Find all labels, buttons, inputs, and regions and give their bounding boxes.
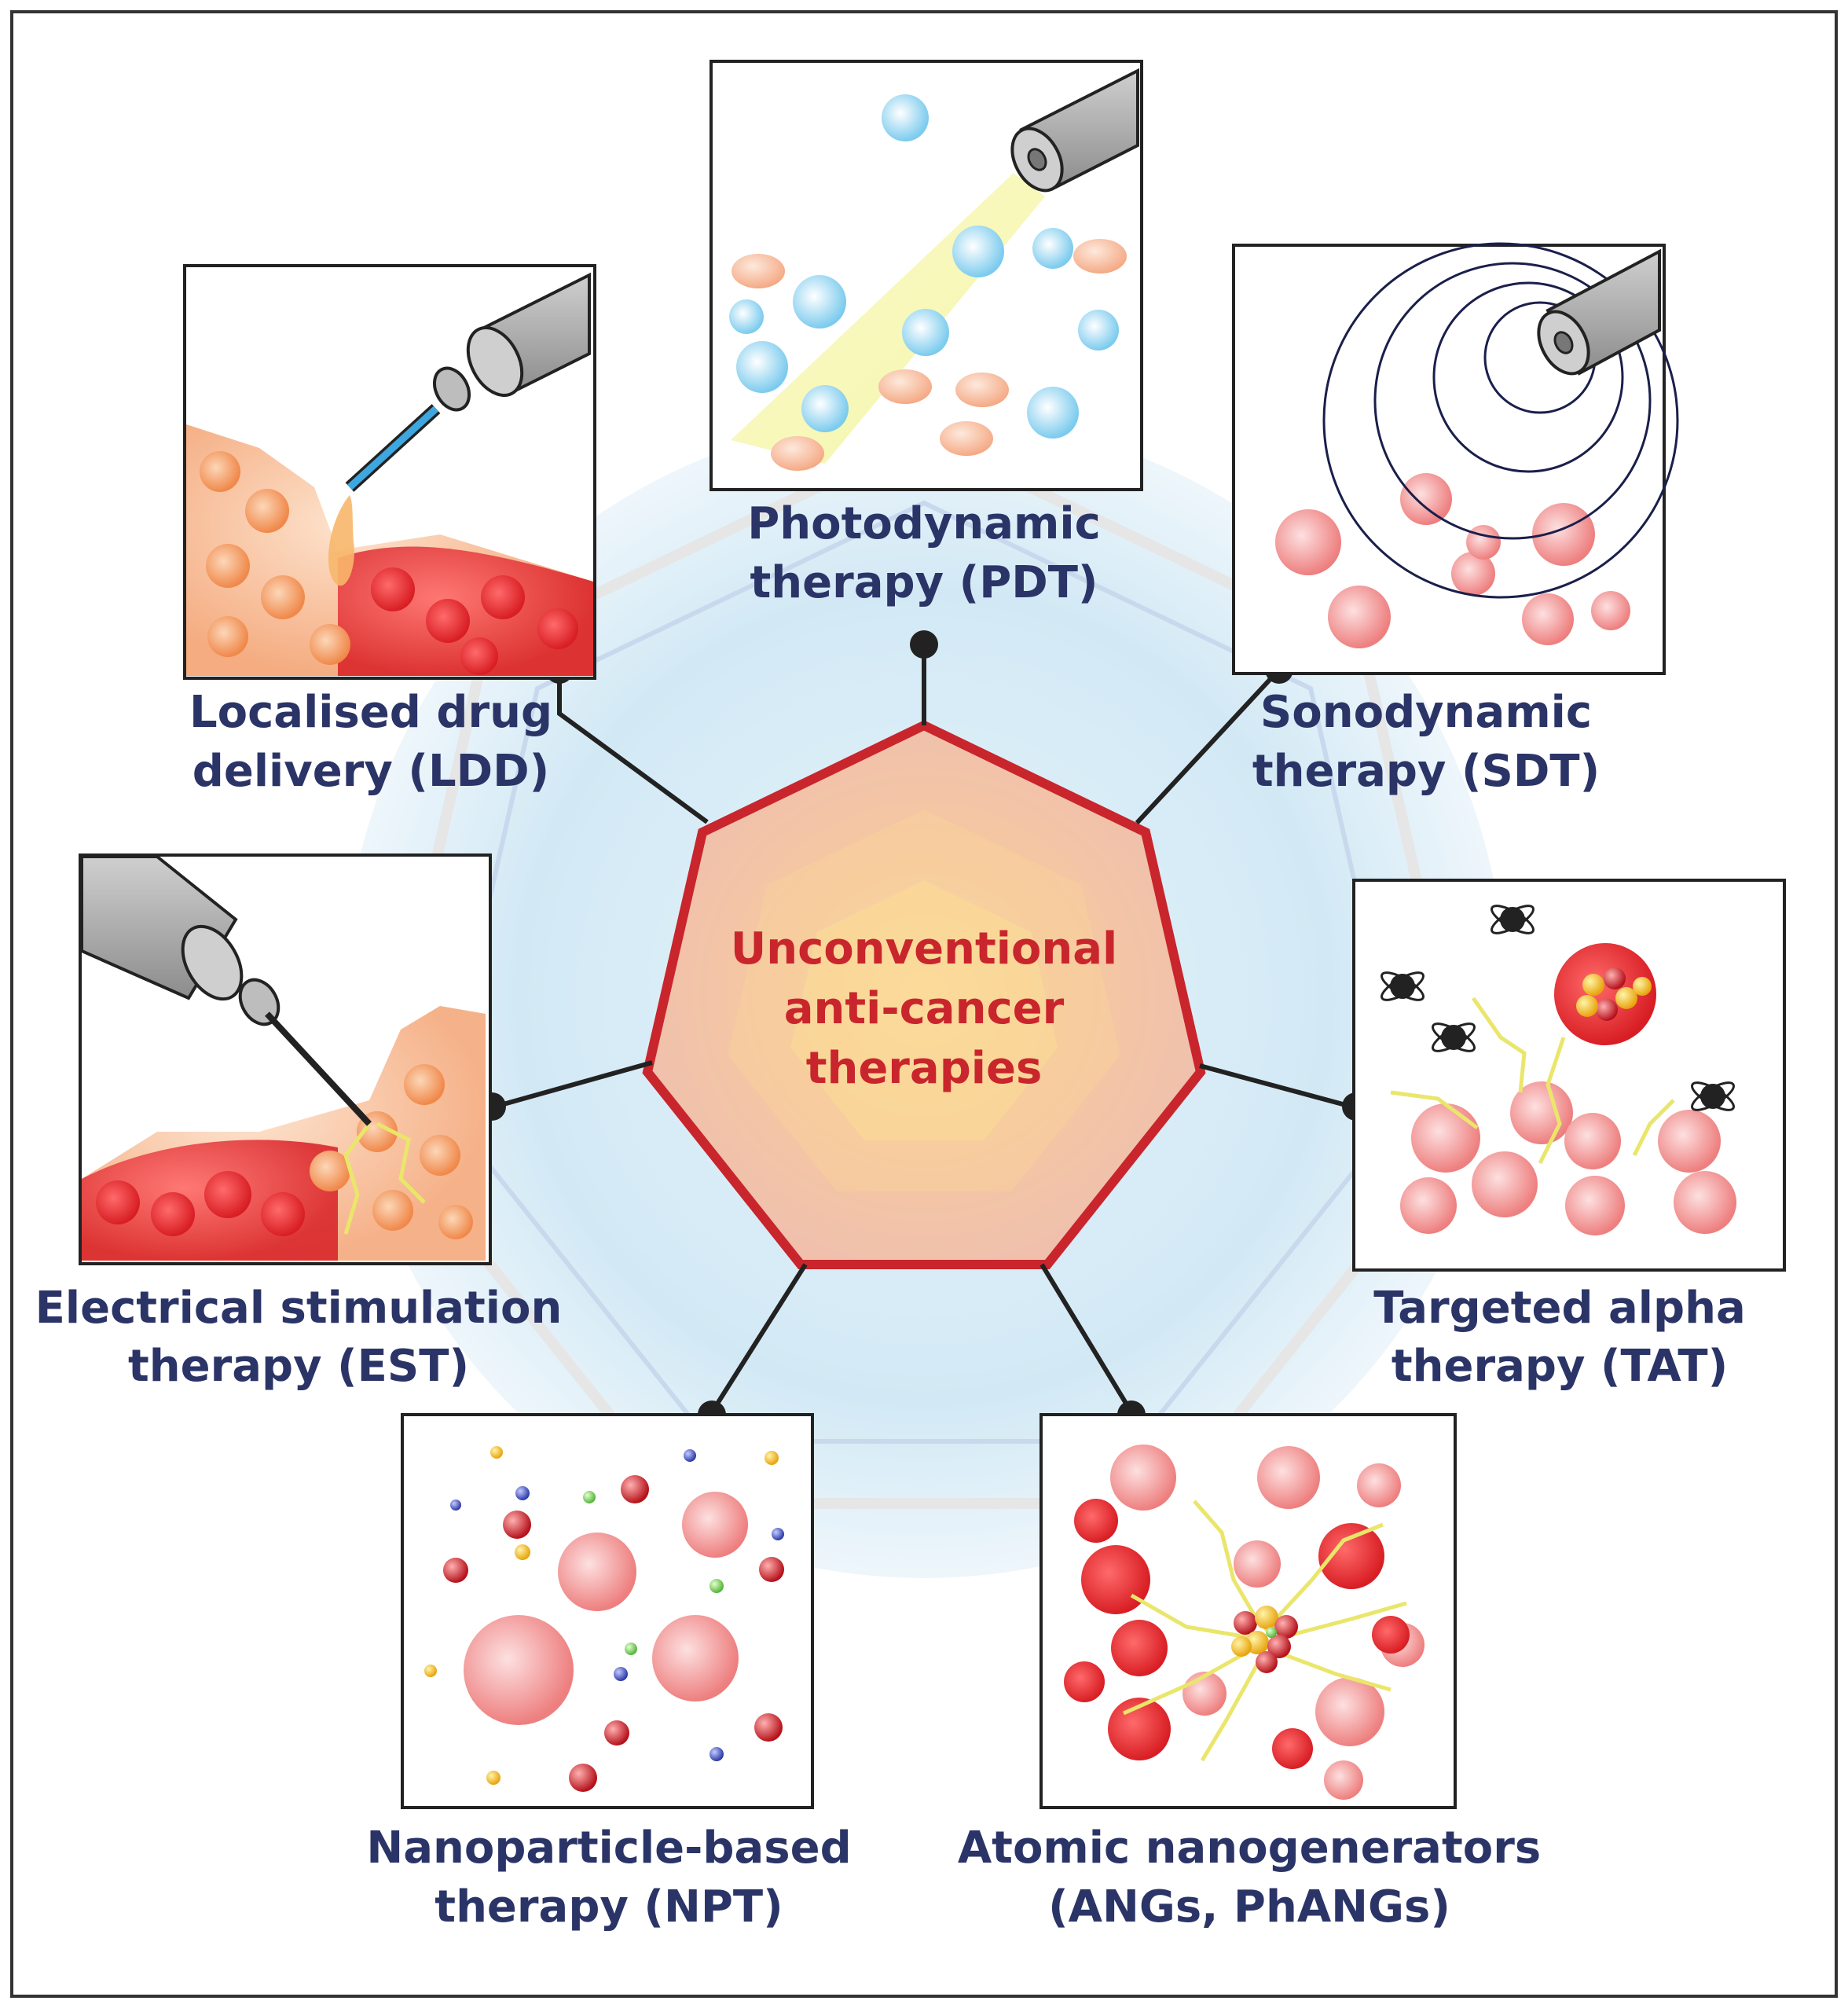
label-sdt-line2: therapy (SDT)	[1252, 746, 1600, 797]
tat-atoms	[1380, 905, 1735, 1111]
npt-cells	[464, 1492, 748, 1725]
center-label-line1: Unconventional	[731, 923, 1118, 975]
ang-nanoparticle	[1231, 1606, 1298, 1673]
label-tat-line1: Targeted alpha	[1373, 1283, 1746, 1334]
drug-delivery-probe-ldd	[345, 272, 591, 492]
outer-heptagon-ring	[370, 430, 1478, 1509]
inner-heptagon-ring	[439, 500, 1409, 1444]
label-pdt-line2: therapy (PDT)	[750, 557, 1098, 608]
ang-red-cells	[1064, 1499, 1410, 1769]
center-label-line3: therapies	[806, 1043, 1043, 1094]
label-npt-line2: therapy (NPT)	[434, 1881, 783, 1933]
pdt-pills	[732, 239, 1127, 471]
panel-ldd	[183, 264, 596, 680]
center-label-line2: anti-cancer	[784, 983, 1065, 1034]
connectors	[494, 648, 1352, 1414]
tat-nanoparticle	[1576, 967, 1652, 1021]
est-cells	[96, 1064, 473, 1239]
ultrasound-probe-sdt	[1537, 248, 1661, 376]
label-ang-line2: (ANGs, PhANGs)	[1048, 1881, 1450, 1933]
label-pdt-line1: Photodynamic	[747, 498, 1101, 549]
label-npt-line1: Nanoparticle-based	[366, 1823, 851, 1874]
panel-est	[79, 853, 492, 1265]
center-heptagon-inner-2	[790, 880, 1058, 1140]
npt-particles	[424, 1446, 784, 1792]
connector-ldd	[557, 670, 709, 824]
connector-est	[494, 1060, 653, 1109]
electrode-probe-est	[80, 855, 372, 1126]
label-ang-line1: Atomic nanogenerators	[958, 1823, 1541, 1874]
label-ldd-line2: delivery (LDD)	[192, 746, 549, 797]
panel-ang	[1040, 1413, 1457, 1809]
tat-target-cell	[1554, 943, 1656, 1045]
tat-alpha-tracks	[1390, 997, 1675, 1165]
panel-pdt	[710, 60, 1143, 491]
drug-droplet	[328, 495, 354, 586]
ang-energy-tracks	[1122, 1500, 1407, 1762]
ang-pink-cells	[1110, 1445, 1424, 1800]
label-sdt-line1: Sonodynamic	[1260, 687, 1592, 738]
label-tat-line2: therapy (TAT)	[1392, 1341, 1728, 1392]
connector-sdt	[1135, 667, 1282, 825]
label-est-line1: Electrical stimulation	[35, 1283, 563, 1334]
ldd-cells	[200, 451, 578, 675]
panel-sdt	[1232, 242, 1679, 675]
connector-tat	[1199, 1063, 1352, 1109]
est-current-lines	[343, 1121, 426, 1235]
connector-ang	[1040, 1263, 1134, 1414]
panel-npt-frame	[401, 1413, 814, 1809]
laser-probe-pdt	[1010, 68, 1139, 193]
label-ldd-line1: Localised drug	[189, 687, 552, 738]
panel-npt	[401, 1413, 814, 1809]
connector-npt	[710, 1263, 808, 1414]
ultrasound-waves	[1322, 242, 1679, 599]
sdt-cells	[1275, 473, 1630, 648]
pdt-blue-cells	[729, 94, 1119, 439]
connector-dot-pdt	[910, 630, 938, 659]
panel-tat	[1352, 879, 1786, 1272]
label-est-line2: therapy (EST)	[128, 1341, 469, 1392]
